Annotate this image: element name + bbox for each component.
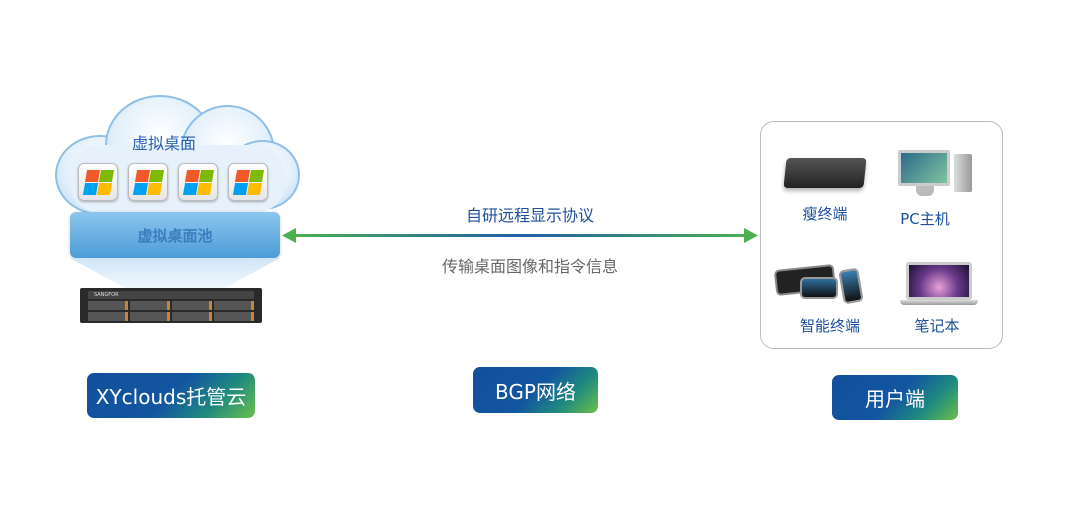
desktop-pc-icon: [898, 150, 976, 198]
bidirectional-arrow: [282, 228, 758, 243]
windows-desktop-icon: [78, 163, 118, 201]
pool-projection: [70, 258, 280, 290]
windows-desktop-icon: [178, 163, 218, 201]
device-label-thin-client: 瘦终端: [802, 205, 848, 223]
transfer-text: 传输桌面图像和指令信息: [441, 257, 619, 276]
device-label-pc: PC主机: [900, 210, 950, 228]
laptop-icon: [900, 262, 980, 308]
smart-devices-icon: [773, 263, 870, 305]
user-side-label: 用户端: [832, 375, 958, 420]
windows-desktop-icon: [228, 163, 268, 201]
device-label-laptop: 笔记本: [914, 317, 960, 335]
user-devices-panel: [760, 121, 1003, 349]
device-label-smart-terminal: 智能终端: [799, 317, 861, 335]
server-icon: SANGFOR: [80, 288, 262, 323]
thin-client-icon: [783, 158, 867, 188]
cloud-title: 虚拟桌面: [132, 134, 197, 153]
virtual-desktop-pool: 虚拟桌面池: [70, 212, 280, 258]
bgp-network-label: BGP网络: [473, 367, 598, 413]
windows-desktop-icon: [128, 163, 168, 201]
xyclouds-label: XYclouds托管云: [87, 373, 255, 418]
protocol-text: 自研远程显示协议: [465, 206, 595, 225]
server-brand: SANGFOR: [94, 292, 119, 298]
